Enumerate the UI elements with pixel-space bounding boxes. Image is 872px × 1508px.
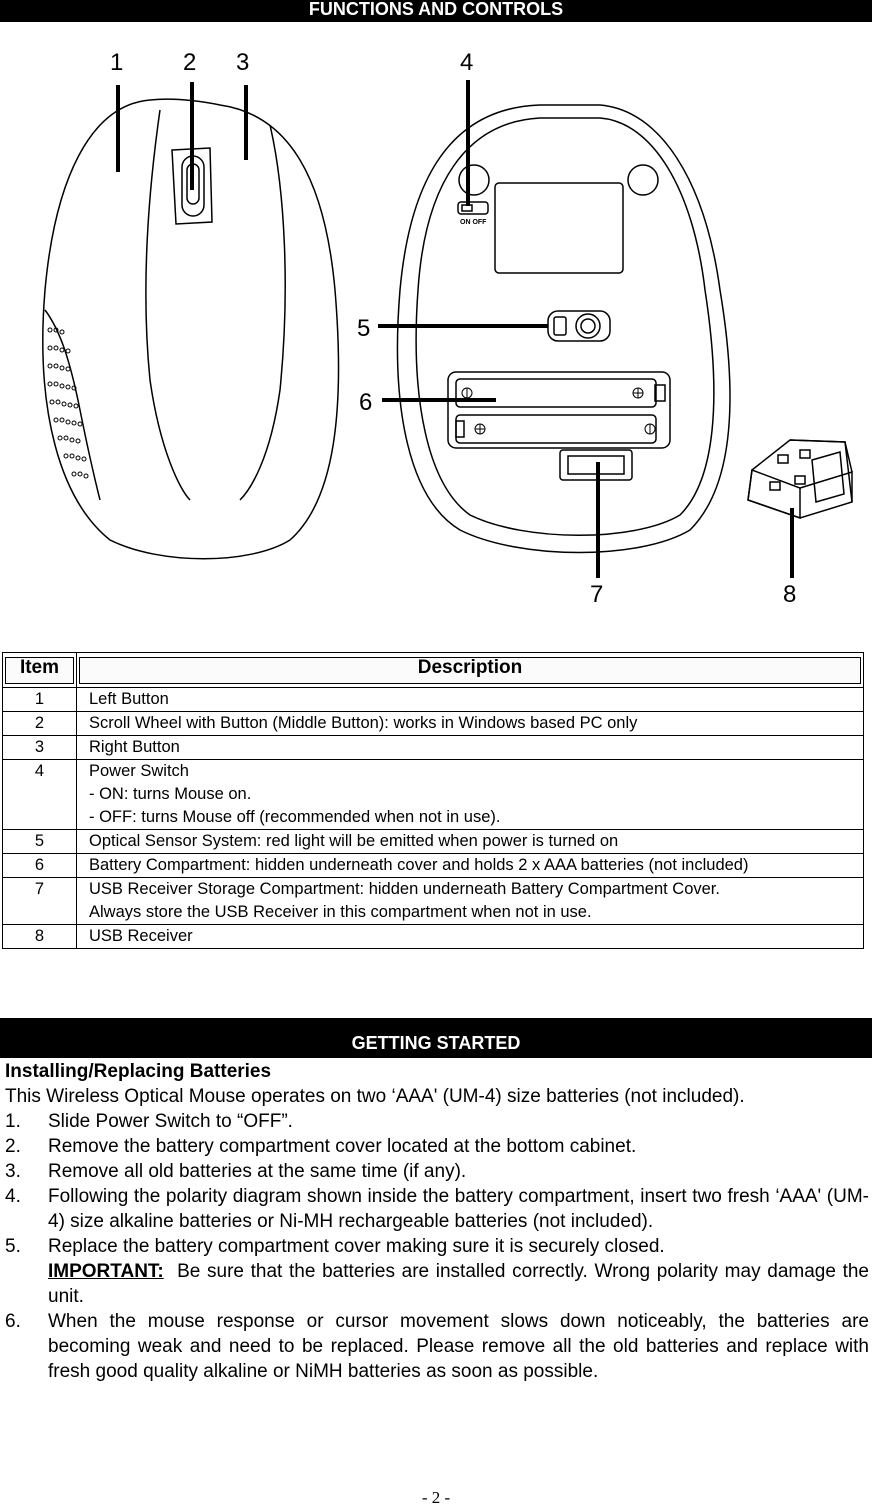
mouse-diagram: ON OFF 1 2 3 4 5 6 7 8 xyxy=(42,49,853,608)
description-line: Power Switch xyxy=(89,762,189,780)
items-table: Item Description 1 Left Button 2 Scroll Whe… xyxy=(2,652,864,949)
table-row: 1 Left Button xyxy=(2,687,864,712)
important-label: IMPORTANT: xyxy=(48,1261,164,1282)
description-line: USB Receiver Storage Compartment: hidden… xyxy=(89,880,720,898)
item-number: 6 xyxy=(2,853,77,878)
item-description: Right Button xyxy=(76,735,864,760)
callout-2: 2 xyxy=(183,49,196,76)
callout-7: 7 xyxy=(590,581,603,608)
item-description: Left Button xyxy=(76,687,864,712)
mouse-bottom-outline xyxy=(396,104,731,554)
description-line: Optical Sensor System: red light will be… xyxy=(89,832,619,850)
getting-started-title: GETTING STARTED xyxy=(351,1033,521,1053)
list-item: 5.Replace the battery compartment cover … xyxy=(5,1236,665,1257)
item-number: 4 xyxy=(2,759,77,830)
table-row: 8 USB Receiver xyxy=(2,924,864,949)
side-grip-dots xyxy=(47,327,89,479)
section-title-bar: FUNCTIONS AND CONTROLS xyxy=(0,0,872,22)
usb-receiver-shape xyxy=(747,439,853,520)
subheading: Installing/Replacing Batteries xyxy=(5,1061,272,1082)
item-description: Battery Compartment: hidden underneath c… xyxy=(76,853,864,878)
description-line: Right Button xyxy=(89,738,180,756)
section-title: FUNCTIONS AND CONTROLS xyxy=(308,0,564,19)
description-line: Left Button xyxy=(89,690,169,708)
description-line: Battery Compartment: hidden underneath c… xyxy=(89,856,749,874)
column-header-description: Description xyxy=(76,652,864,688)
callout-1: 1 xyxy=(110,49,123,76)
item-number: 7 xyxy=(2,877,77,925)
important-text: Be sure that the batteries are installed… xyxy=(48,1261,869,1307)
description-subline: - OFF: turns Mouse off (recommended when… xyxy=(89,808,501,826)
table-row: 2 Scroll Wheel with Button (Middle Button… xyxy=(2,711,864,736)
mouse-top-outline xyxy=(42,98,340,560)
item-number: 3 xyxy=(2,735,77,760)
callout-6: 6 xyxy=(359,389,372,416)
page-number: - 2 - xyxy=(421,1488,451,1507)
description-line: USB Receiver xyxy=(89,927,193,945)
list-item: 1.Slide Power Switch to “OFF”. xyxy=(5,1111,293,1132)
table-row: 5 Optical Sensor System: red light will b… xyxy=(2,829,864,854)
description-subline: - ON: turns Mouse on. xyxy=(89,785,252,803)
important-note: IMPORTANT: Be sure that the batteries ar… xyxy=(5,1259,869,1309)
list-item: 2.Remove the battery compartment cover l… xyxy=(5,1136,637,1157)
item-number: 5 xyxy=(2,829,77,854)
label-area xyxy=(494,182,624,274)
table-row: 4 Power Switch - ON: turns Mouse on. - OFF:… xyxy=(2,759,864,830)
description-subline: Always store the USB Receiver in this co… xyxy=(89,903,592,921)
callout-5: 5 xyxy=(357,315,370,342)
intro-text: This Wireless Optical Mouse operates on … xyxy=(5,1086,745,1107)
column-header-item: Item xyxy=(2,652,77,688)
item-number: 8 xyxy=(2,924,77,949)
list-item: 3.Remove all old batteries at the same t… xyxy=(5,1161,467,1182)
item-description: Optical Sensor System: red light will be… xyxy=(76,829,864,854)
switch-label: ON OFF xyxy=(460,219,487,226)
callout-4: 4 xyxy=(460,49,473,76)
item-description: Power Switch - ON: turns Mouse on. - OFF: … xyxy=(76,759,864,830)
table-header-row: Item Description xyxy=(2,652,864,688)
item-description: Scroll Wheel with Button (Middle Button)… xyxy=(76,711,864,736)
battery-compartment-shape xyxy=(447,371,671,449)
item-description: USB Receiver Storage Compartment: hidden… xyxy=(76,877,864,925)
table-row: 6 Battery Compartment: hidden underneath … xyxy=(2,853,864,878)
getting-started-body: Installing/Replacing Batteries This Wire… xyxy=(5,1059,869,1384)
table-row: 3 Right Button xyxy=(2,735,864,760)
item-description: USB Receiver xyxy=(76,924,864,949)
callout-8: 8 xyxy=(783,581,796,608)
callout-3: 3 xyxy=(236,49,249,76)
description-line: Scroll Wheel with Button (Middle Button)… xyxy=(89,714,638,732)
getting-started-bar: GETTING STARTED xyxy=(0,1018,872,1058)
item-number: 2 xyxy=(2,711,77,736)
power-switch-shape xyxy=(457,201,489,215)
item-number: 1 xyxy=(2,687,77,712)
list-item: 6.When the mouse response or cursor move… xyxy=(5,1311,869,1382)
list-item: 4.Following the polarity diagram shown i… xyxy=(5,1186,869,1232)
table-row: 7 USB Receiver Storage Compartment: hidde… xyxy=(2,877,864,925)
